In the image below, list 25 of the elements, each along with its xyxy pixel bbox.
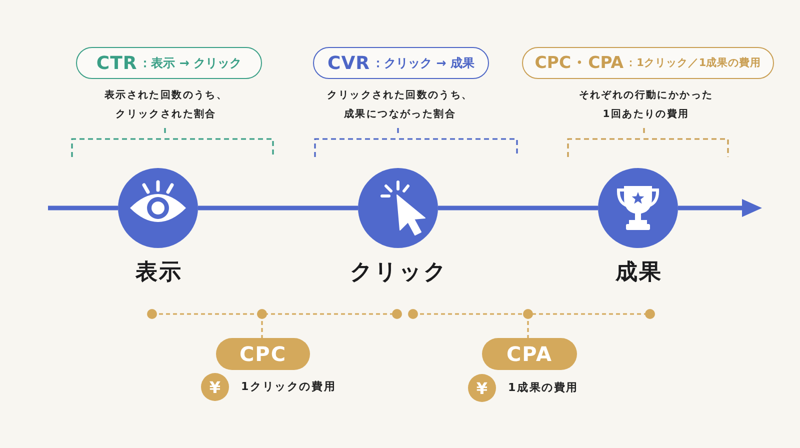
metric-description: クリックされた回数のうち、成果につながった割合	[326, 88, 474, 122]
metric-name: CTR	[96, 52, 138, 74]
metric-name: CVR	[328, 52, 370, 74]
metric-tag: CPC	[216, 338, 310, 370]
metric-description: 表示された回数のうち、クリックされた割合	[103, 88, 229, 122]
step-label: 表示	[134, 260, 184, 286]
timeline-arrow	[678, 199, 762, 217]
step-label: クリック	[348, 260, 449, 286]
timeline-line	[48, 206, 118, 210]
metric-definition: ：1クリック／1成果の費用	[626, 56, 762, 70]
cost-note: 1成果の費用	[508, 380, 578, 396]
metric-pill	[76, 47, 262, 79]
step-label: 成果	[614, 260, 664, 286]
metric-definition: ：クリック → 成果	[372, 54, 474, 72]
metric-definition: ：表示 → クリック	[139, 54, 242, 72]
timeline-line	[198, 206, 358, 210]
yen-mark: ¥	[201, 373, 229, 401]
metric-tag: CPA	[482, 338, 577, 370]
cost-note: 1クリックの費用	[241, 379, 336, 395]
metric-description: それぞれの行動にかかった1回あたりの費用	[578, 88, 714, 122]
metric-pill	[522, 47, 774, 79]
metric-name: CPC・CPA	[534, 52, 624, 74]
metric-pill	[313, 47, 489, 79]
timeline-line	[438, 206, 598, 210]
yen-mark: ¥	[468, 374, 496, 402]
